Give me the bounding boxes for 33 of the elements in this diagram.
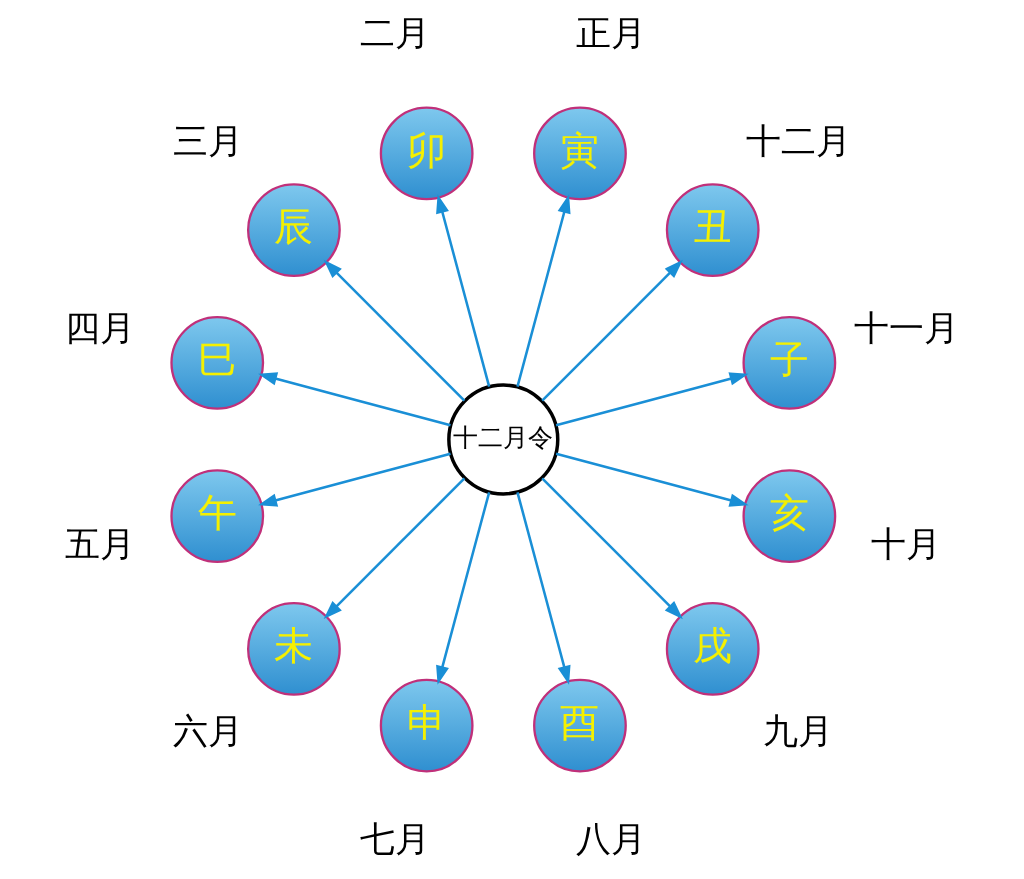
- node-label: 四月: [65, 308, 136, 349]
- arrow: [258, 372, 451, 427]
- arrow: [541, 259, 683, 402]
- node-label: 六月: [173, 711, 244, 752]
- node-label: 十一月: [853, 308, 959, 349]
- arrow: [516, 491, 571, 685]
- arrow: [555, 452, 749, 507]
- node-circle: 午: [170, 469, 265, 564]
- arrow: [258, 452, 451, 507]
- node-label: 五月: [65, 524, 136, 565]
- node-circle: 亥: [742, 469, 837, 564]
- node-circle: 子: [742, 315, 837, 410]
- node-label: 十月: [871, 524, 942, 565]
- arrow: [323, 477, 466, 620]
- node-label: 三月: [173, 121, 244, 162]
- node-circle: 十二月令: [447, 383, 560, 496]
- arrow: [436, 491, 491, 685]
- node-label: 正月: [576, 13, 647, 54]
- arrow: [541, 477, 683, 620]
- node-label: 八月: [576, 819, 647, 860]
- arrow: [516, 194, 571, 388]
- node-label: 十二月: [745, 121, 851, 162]
- arrow: [555, 372, 749, 427]
- node-circle: 卯: [379, 106, 474, 201]
- arrow: [436, 194, 491, 388]
- node-circle: 寅: [533, 106, 627, 201]
- arrow: [323, 259, 466, 402]
- node-label: 七月: [360, 819, 431, 860]
- node-label: 九月: [763, 711, 834, 752]
- node-circle: 巳: [170, 315, 265, 410]
- node-circle: 酉: [533, 678, 627, 773]
- node-circle: 申: [379, 678, 474, 773]
- node-label: 二月: [360, 13, 431, 54]
